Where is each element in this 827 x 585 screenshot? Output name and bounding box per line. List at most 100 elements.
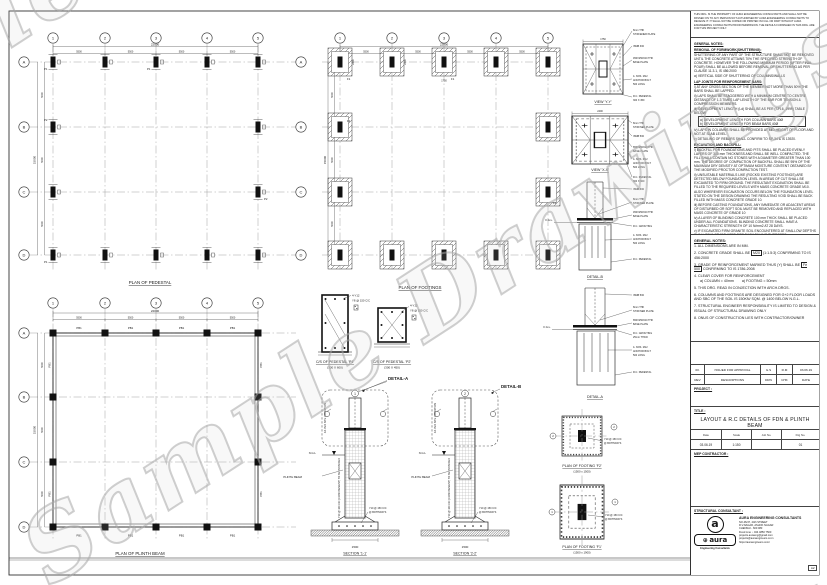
grid-label: 1 — [52, 36, 55, 41]
footing-dim: 2400 — [404, 59, 407, 65]
plinth-beam-label: PLINTH BEAM — [283, 475, 302, 479]
dim-total: 15000 — [33, 425, 37, 434]
leader-label: ANCHOR BOLT — [633, 162, 651, 165]
leader-label: 8mm THK — [633, 29, 645, 32]
dim-bay: 5500 — [230, 316, 236, 319]
leader-label: ANCHOR BOLT — [633, 79, 651, 82]
grid-label: 2 — [104, 301, 107, 306]
footing-marks: 2400 2400 1750 F1 F1 F2 F2 — [327, 47, 561, 270]
firm-block: a ⊕aura Engineering Consultants AURA ENG… — [694, 516, 816, 550]
note-paragraph: iii) DEVELOPMENT LENGTH (Ld) SHALL BE AS… — [694, 107, 805, 116]
plan-caption: PLAN OF FOOTINGS — [399, 285, 442, 290]
dimensions: 22000 5500 5500 5500 5500 15000 5000 500… — [33, 309, 259, 527]
detail-ref-label: DETAIL-B — [501, 384, 521, 389]
mesh-note: @ BOTHWAYS — [604, 442, 622, 445]
grid-label: B — [23, 125, 26, 130]
rev-date: 03.06.19 — [792, 365, 819, 374]
firm-address: NO.46/47, 44th STREET — [739, 520, 768, 524]
detail-caption: DETAIL-A — [587, 395, 604, 399]
note-paragraph: a) VERTICAL SIDE OF SHUTTERING OF COLUMN… — [694, 74, 786, 79]
rev-header: DRN — [760, 374, 776, 384]
notes-subheading: REMOVAL OF FORMWORK(SHUTTERING): — [694, 48, 762, 53]
detail-caption: C/S OF PEDESTAL 'P1' — [316, 360, 354, 364]
mesh-note: @ BOTHWAYS — [605, 518, 623, 521]
grid-label: 4 — [206, 36, 209, 41]
note-paragraph: ii) LAPS SHALL BE STAGGERED WITH A MINIM… — [694, 94, 806, 107]
grid-label: A — [23, 60, 26, 65]
leader-label: 8mm THK — [633, 198, 645, 201]
leader-label: 4- NOS. M12 — [633, 234, 648, 237]
detail-b-callout: DETAIL-B — [490, 384, 521, 394]
dim: 1500 — [352, 545, 359, 549]
general-note: 7. STRUCTURAL ENGINEER RESPONSIBILITY IS… — [694, 304, 816, 313]
meta-job-no — [751, 440, 781, 449]
leader-label: 25mm THICK — [633, 336, 648, 339]
title-section: TITLE : LAYOUT & R.C DETAILS OF FDN & PL… — [691, 407, 819, 430]
dim-bay: 5500 — [179, 316, 185, 319]
disclaimer: THIS DRG. IS THE PROPERTY OF AURA ENGINE… — [691, 11, 819, 38]
leader-label: 450X250X20 THK — [633, 57, 653, 60]
leader-label: ANCHOR BOLT — [633, 238, 651, 241]
leader-label: ISMB 300 — [633, 45, 645, 48]
grid-label: 2 — [104, 36, 107, 41]
dimensions: 22000 5500 5500 5500 5500 15000 5000 500… — [33, 42, 259, 255]
plan-caption: PLAN OF FOOTING 'F1' — [562, 545, 602, 549]
grid-label: 4 — [495, 36, 498, 41]
structural-consultant-section: STRUCTURAL CONSULTANT : a ⊕aura Engineer… — [691, 507, 819, 573]
leader-label: 450X250X20 THK — [633, 211, 653, 214]
leader-label: 300 X 600 — [633, 180, 645, 183]
general-note: 5. THIS DRG. READ IN CONJECTION WITH ARC… — [694, 285, 790, 290]
leader-label: ANCHOR BOLT — [633, 350, 651, 353]
pedestal-cs-p2: 4-Y12 Y8 @ 150 C/C C/S OF PEDESTAL 'P2' … — [373, 304, 428, 370]
plan-caption: PLAN OF PEDESTAL — [129, 280, 172, 285]
beam-label: PB1 — [76, 534, 82, 538]
firm-name: AURA ENGINEERING CONSULTANTS — [739, 516, 802, 520]
dim-total: 15000 — [323, 155, 327, 164]
project-section: PROJECT : — [691, 385, 819, 407]
dim-bay: 5000 — [41, 157, 44, 163]
rev-no: 00. — [695, 367, 700, 372]
rev-checked-by: R.M — [776, 365, 792, 374]
plan-size: (1500 x 1900) — [573, 551, 590, 555]
grid-label: 4 — [206, 301, 209, 306]
section-caption: SECTION '1-1' — [343, 552, 367, 556]
grid-label: B — [23, 395, 26, 400]
grid-label: 2 — [391, 36, 394, 41]
general-note: 8. ONUS OF CONSTRUCTION LIES WITH CONTRA… — [694, 315, 805, 320]
title-block-panel: THIS DRG. IS THE PROPERTY OF AURA ENGINE… — [690, 11, 819, 575]
beam-label: PB1 — [48, 491, 52, 497]
firm-email: projects.auraeng@gmail.com — [739, 533, 773, 537]
dim-bay: 5500 — [76, 316, 82, 319]
rev-description: ISSUED FOR APPROVAL — [704, 365, 760, 374]
tie-label: Y8 @ 150 C/C — [410, 309, 428, 313]
tie-label: Y8 @ 150 C/C — [352, 299, 370, 303]
beam-label: PB1 — [76, 326, 82, 330]
meta-header: Drg No. — [781, 430, 819, 440]
grid-label: 3 — [155, 36, 158, 41]
logo-word: aura — [709, 536, 728, 544]
dim-bay: 5500 — [415, 50, 421, 53]
note-paragraph: b) DEVELOPMENT LENGTH FOR BEAM BARS 40Ø — [700, 121, 779, 126]
grid-label: D — [23, 525, 26, 530]
dim-bay: 5000 — [41, 221, 44, 227]
title-label: TITLE : — [694, 409, 706, 413]
rebar-label: 4-Y12 — [352, 294, 360, 298]
note-paragraph: i) BACKFILL FOR FOUNDATIONS AND PITS SHA… — [694, 148, 812, 173]
firm-website: https://auraengineers.com/ — [739, 540, 770, 544]
note-paragraph: iv) A LAYER OF BLINDING CONCRETE 100 mm … — [694, 215, 808, 228]
note-paragraph: iv) LAPS IN COLUMNS SHALL BE PROVIDED AT… — [694, 128, 814, 137]
meta-drg-no: 01 — [781, 440, 819, 449]
plan-of-footing-f1: 1 1 Y10 @ 150 C/C @ BOTHWAYS PLAN OF FOO… — [548, 474, 623, 555]
sheet-size-badge: A2 — [808, 565, 817, 571]
dim-total: 15000 — [33, 155, 37, 164]
meta-scale: 1:150 — [721, 440, 751, 449]
firm-address: CHENNAI - 600 083 — [739, 527, 763, 531]
plan-caption: PLAN OF PLINTH BEAM — [115, 551, 165, 556]
view-caption: VIEW 'Y-Y' — [594, 100, 612, 104]
leader-label: R.C. PEDESTAL — [633, 258, 652, 261]
dim-total: 22000 — [440, 42, 449, 46]
leader-label: ISMB 500 — [633, 135, 645, 138]
dim-bay: 5500 — [363, 50, 369, 53]
plan-size: (1500 x 1500) — [573, 470, 590, 474]
